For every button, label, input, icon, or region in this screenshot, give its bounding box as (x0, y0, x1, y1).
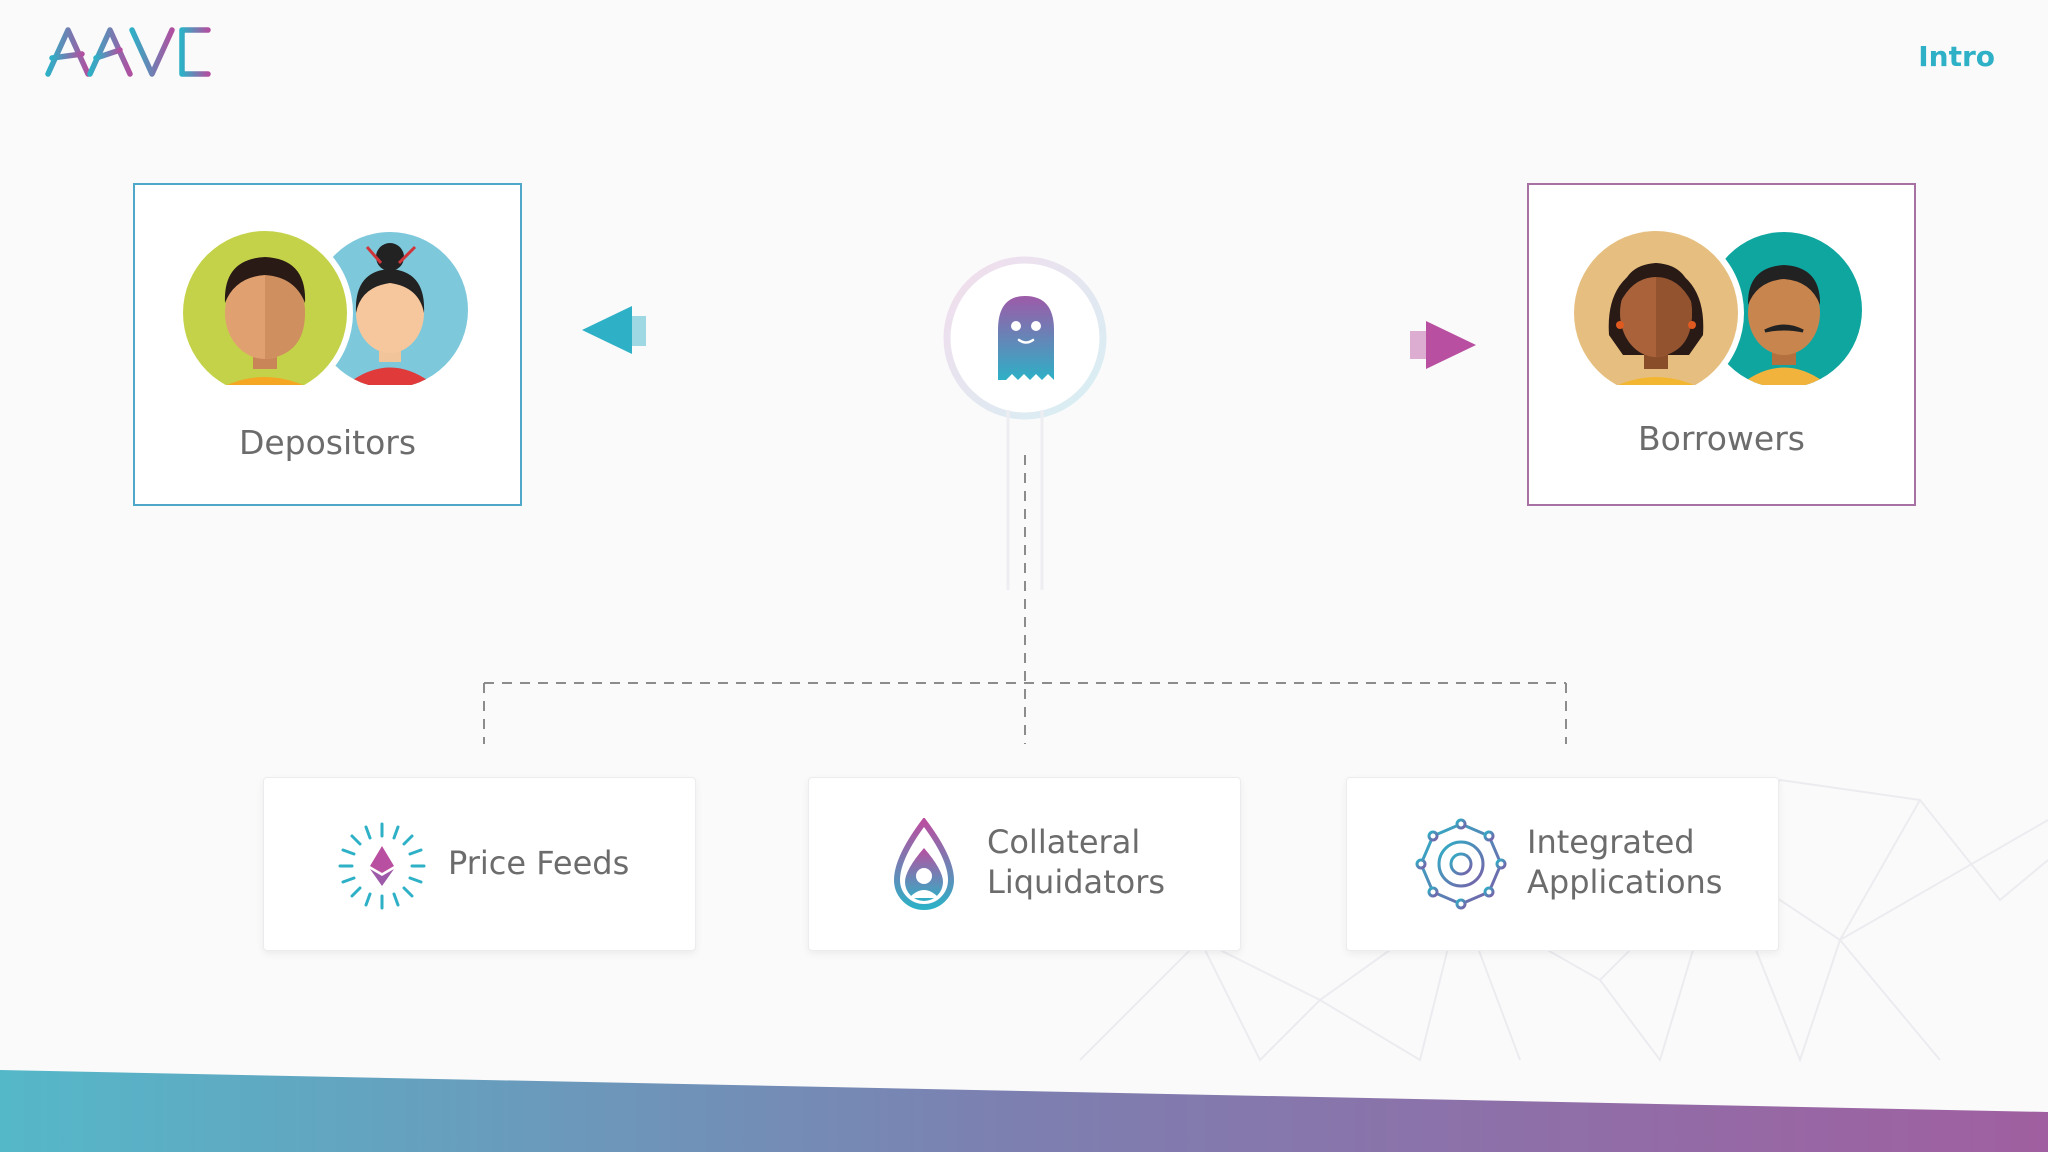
price-feeds-card: Price Feeds (263, 777, 696, 951)
borrowers-card: Borrowers (1527, 183, 1916, 506)
integrated-label-line2: Applications (1527, 863, 1723, 901)
gear-network-icon (1415, 818, 1507, 910)
collateral-liquidators-card: Collateral Liquidators (808, 777, 1241, 951)
collateral-label-line1: Collateral (987, 823, 1141, 861)
arrow-head-right (1426, 321, 1476, 369)
aave-logo (45, 27, 211, 77)
borrowers-label: Borrowers (1638, 419, 1805, 458)
price-feeds-label: Price Feeds (448, 844, 630, 882)
ghost-icon (998, 296, 1054, 380)
collateral-label-line2: Liquidators (987, 863, 1166, 901)
integrated-label-line1: Integrated (1527, 823, 1695, 861)
borrowers-avatars (1568, 225, 1868, 385)
droplet-user-icon (893, 818, 955, 910)
section-label: Intro (1918, 40, 1995, 73)
depositors-avatars (177, 225, 474, 385)
depositors-card: Depositors (133, 183, 522, 506)
ethereum-icon (338, 822, 426, 910)
dashed-connector-tree (483, 455, 1567, 744)
integrated-applications-card: Integrated Applications (1346, 777, 1779, 951)
arrow-head-left (582, 306, 632, 354)
bottom-gradient-band (0, 1070, 2048, 1152)
depositors-label: Depositors (238, 423, 417, 462)
